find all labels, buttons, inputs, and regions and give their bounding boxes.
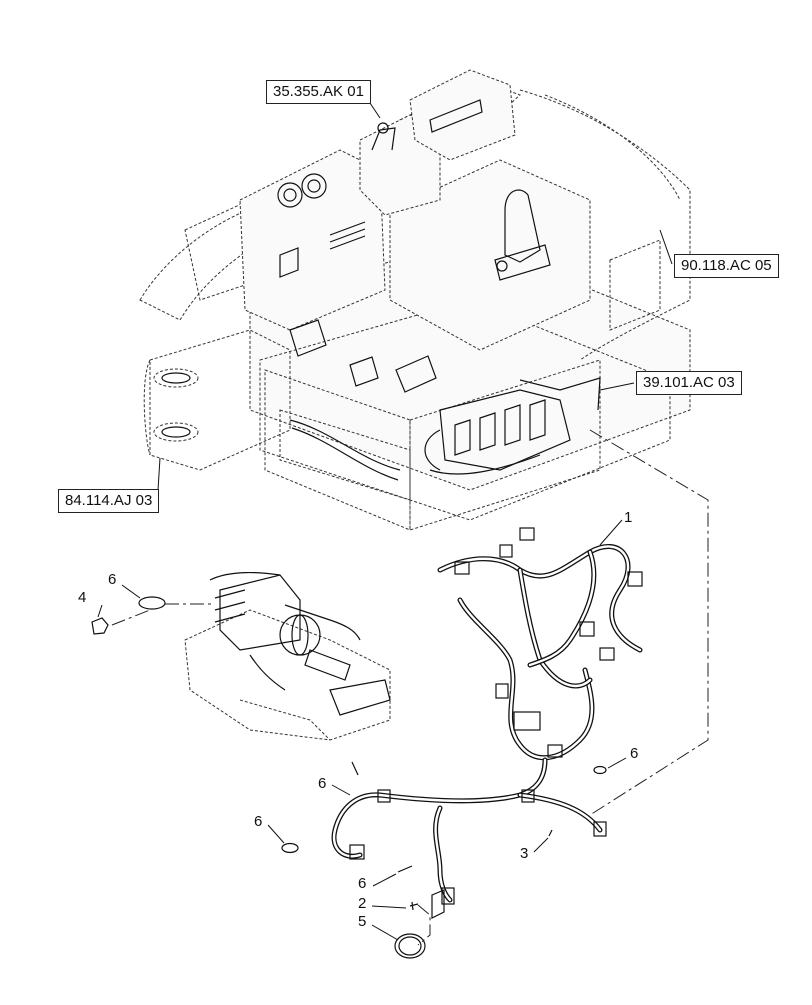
callout-1-harness: 1 — [624, 509, 633, 526]
callout-4-nut: 4 — [78, 589, 87, 606]
callout-leaders — [97, 519, 627, 941]
chassis-frame — [139, 69, 691, 531]
reference-box-35-355[interactable]: 35.355.AK 01 — [266, 80, 371, 104]
callout-5-grommet: 5 — [358, 913, 367, 930]
callout-6-tie-lower: 6 — [358, 875, 367, 892]
callout-6-ring-upper-left: 6 — [108, 571, 117, 588]
hydraulic-valve-assembly — [184, 571, 391, 741]
small-parts — [91, 596, 607, 959]
callout-3-screw: 3 — [520, 845, 529, 862]
callout-2-screw: 2 — [358, 895, 367, 912]
reference-box-84-114[interactable]: 84.114.AJ 03 — [58, 489, 160, 513]
reference-box-90-118[interactable]: 90.118.AC 05 — [674, 254, 779, 278]
reference-box-39-101[interactable]: 39.101.AC 03 — [636, 371, 742, 395]
callout-6-ring-lower-left: 6 — [254, 813, 263, 830]
wire-harness — [331, 527, 643, 905]
callout-6-tie-upper: 6 — [318, 775, 327, 792]
callout-6-ring-right: 6 — [630, 745, 639, 762]
valve-cluster — [424, 377, 601, 475]
